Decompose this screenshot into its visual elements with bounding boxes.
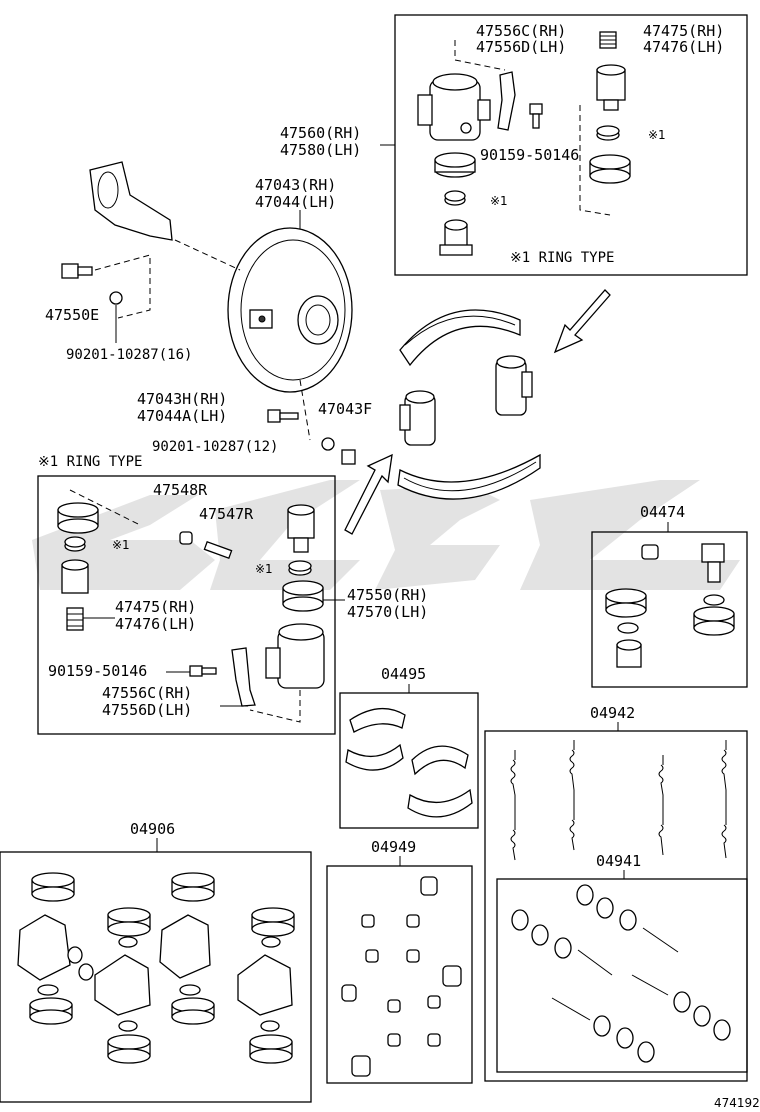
kit-04906-label: 04906	[130, 820, 175, 838]
ring-mark-top-1: ※1	[490, 194, 508, 208]
wheel-cylinder-left-part	[265, 623, 325, 689]
bolt-90159-part	[529, 103, 543, 129]
kit-04949-label: 04949	[371, 838, 416, 856]
kit-04495-label: 04495	[381, 665, 426, 683]
kit-04906-box	[0, 851, 312, 1103]
piston-top-part	[596, 64, 626, 111]
piston-right-left-part	[287, 504, 315, 553]
cup-part	[434, 152, 476, 178]
kit-04942-springs	[510, 740, 727, 861]
washer-90201-12-part	[321, 437, 335, 451]
label-90201-16: 90201-10287(16)	[66, 347, 192, 363]
kit-04941-label: 04941	[596, 852, 641, 870]
nut-47043f-part	[341, 449, 356, 465]
backing-plate-part	[227, 227, 353, 393]
ring-part	[444, 190, 466, 206]
label-47043: 47043(RH)	[255, 176, 336, 194]
label-47476-left: 47476(LH)	[115, 615, 196, 633]
ring-mark-top-2: ※1	[648, 128, 666, 142]
label-90159-left: 90159-50146	[48, 662, 147, 680]
bleeder-screw-part	[599, 31, 617, 49]
bleeder-left-part	[66, 607, 84, 631]
label-90201-12: 90201-10287(12)	[152, 439, 278, 455]
label-47556c-top: 47556C(RH)	[476, 22, 566, 40]
kit-04942-box	[484, 730, 748, 1082]
kit-04474-parts	[605, 543, 735, 668]
label-47475-left: 47475(RH)	[115, 598, 196, 616]
label-47556c-left: 47556C(RH)	[102, 684, 192, 702]
bolt-47043h-part	[267, 409, 299, 423]
ring-mark-left-2: ※1	[255, 562, 273, 576]
axle-housing-part	[89, 161, 241, 271]
cup-top-part	[589, 154, 631, 184]
kit-04949-box	[326, 865, 473, 1084]
ring-right-left-part	[288, 560, 312, 576]
bolt-47550e-part	[61, 263, 93, 279]
label-47043h: 47043H(RH)	[137, 390, 227, 408]
label-47043f: 47043F	[318, 400, 372, 418]
arrow-down-left-icon	[553, 289, 611, 354]
plate-part	[497, 71, 516, 131]
cap-47548r-part	[179, 531, 193, 545]
diagram-reference-number: 474192	[714, 1096, 760, 1110]
label-47550: 47550(RH)	[347, 586, 428, 604]
label-47556d-left: 47556D(LH)	[102, 701, 192, 719]
label-47476-top: 47476(LH)	[643, 38, 724, 56]
ring-type-note-left: ※1 RING TYPE	[38, 454, 142, 470]
kit-04942-label: 04942	[590, 704, 635, 722]
piston-left-part	[61, 559, 89, 594]
label-47560: 47560(RH)	[280, 124, 361, 142]
bolt-90159-left-part	[189, 665, 217, 677]
nut-90201-16-part	[109, 291, 123, 305]
cup-right-left-part	[282, 580, 324, 612]
kit-04906-parts	[17, 872, 295, 1064]
ring-mark-left-1: ※1	[112, 538, 130, 552]
wheel-cylinder-center-left	[399, 390, 436, 446]
ring-left-part	[64, 536, 86, 552]
kit-04941-box	[496, 878, 748, 1073]
label-47550e: 47550E	[45, 306, 99, 324]
kit-04949-parts	[341, 876, 462, 1077]
cup-left-part	[57, 502, 99, 534]
label-47044a: 47044A(LH)	[137, 407, 227, 425]
label-47547r: 47547R	[199, 505, 254, 523]
brake-shoe-upper-part	[399, 309, 521, 367]
watermark-logo	[32, 480, 740, 590]
ring-type-note-top: ※1 RING TYPE	[510, 250, 614, 266]
label-90159-top: 90159-50146	[480, 146, 579, 164]
kit-04474-box	[591, 531, 748, 688]
label-47044: 47044(LH)	[255, 193, 336, 211]
brake-shoe-lower-part	[397, 453, 541, 500]
label-47556d-top: 47556D(LH)	[476, 38, 566, 56]
arrow-up-right-icon	[344, 453, 393, 535]
kit-04474-label: 04474	[640, 503, 685, 521]
kit-04495-shoes	[345, 708, 473, 818]
label-47475-top: 47475(RH)	[643, 22, 724, 40]
kit-04495-box	[339, 692, 479, 829]
plate-left-part	[231, 647, 256, 707]
label-47570: 47570(LH)	[347, 603, 428, 621]
kit-04941-parts	[511, 884, 731, 1063]
label-47580: 47580(LH)	[280, 141, 361, 159]
wheel-cylinder-center-right	[495, 355, 533, 416]
bleeder-47547r-part	[203, 540, 233, 560]
ring-top-part	[596, 125, 620, 141]
wheel-cylinder-part	[417, 73, 491, 141]
label-47548r: 47548R	[153, 481, 208, 499]
wheel-cylinder-group-left	[37, 475, 336, 735]
piston-part	[439, 219, 473, 256]
